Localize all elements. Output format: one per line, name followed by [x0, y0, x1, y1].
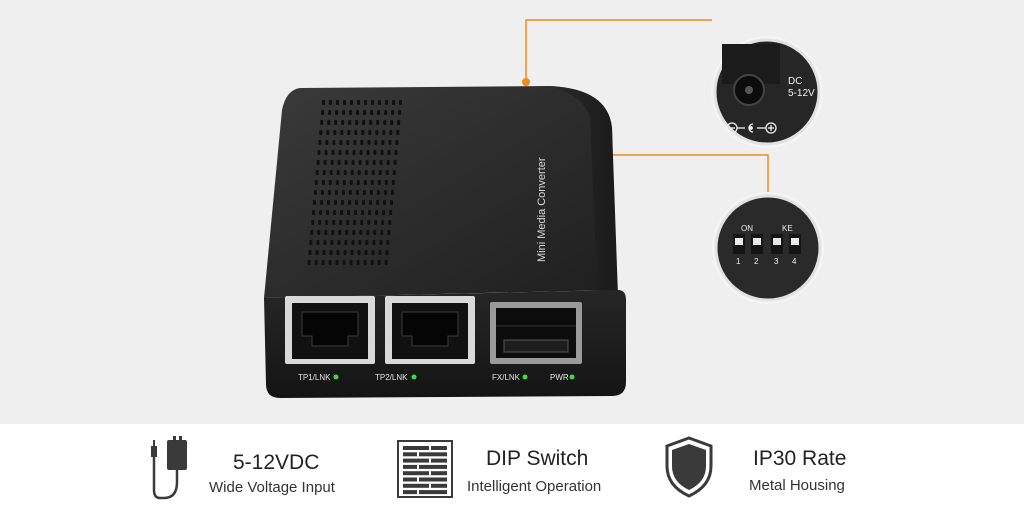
port-label-fx: FX/LNK: [492, 373, 521, 382]
power-callout: DC 5-12V: [711, 36, 823, 148]
callout-lines: [522, 19, 769, 195]
rj45-port-2[interactable]: [385, 296, 475, 364]
dip-number-2: 2: [754, 257, 759, 266]
power-adapter-icon: [151, 436, 187, 500]
port-label-tp2: TP2/LNK: [375, 373, 408, 382]
led-tp2: [411, 374, 417, 380]
dip-number-1: 1: [736, 257, 741, 266]
led-fx: [522, 374, 528, 380]
feature-subtitle: Wide Voltage Input: [209, 479, 335, 496]
dip-on-label: ON: [741, 224, 753, 233]
feature-dip: DIP Switch Intelligent Operation: [397, 436, 627, 506]
media-converter-illustration: Mini Media Converter TP1/LNK TP2/LNK FX/…: [264, 19, 824, 398]
feature-title: 5-12VDC: [233, 451, 320, 474]
dip-callout: ON KE 1 2 3 4: [712, 192, 824, 304]
dip-number-3: 3: [774, 257, 779, 266]
power-callout-dc: DC: [788, 76, 802, 87]
power-callout-voltage: 5-12V: [788, 88, 815, 99]
vent-grid: [307, 100, 402, 265]
shield-icon: [665, 436, 713, 498]
feature-title: DIP Switch: [486, 447, 589, 470]
device-top-panel: [264, 86, 616, 298]
led-tp1: [333, 374, 339, 380]
rj45-port-1[interactable]: [285, 296, 375, 364]
side-label: Mini Media Converter: [536, 157, 548, 262]
feature-subtitle: Intelligent Operation: [467, 478, 602, 495]
feature-title: IP30 Rate: [753, 447, 847, 470]
polarity-icon: [726, 122, 777, 134]
dip-switch-icon: [397, 440, 453, 498]
dip-number-4: 4: [792, 257, 797, 266]
sfp-port[interactable]: [490, 302, 582, 364]
dip-ke-label: KE: [782, 224, 793, 233]
feature-housing: IP30 Rate Metal Housing: [664, 436, 894, 506]
led-pwr: [569, 374, 575, 380]
device-side-panel: [548, 86, 618, 300]
port-label-tp1: TP1/LNK: [298, 373, 331, 382]
feature-subtitle: Metal Housing: [749, 477, 845, 494]
port-label-pwr: PWR: [550, 373, 569, 382]
feature-power: 5-12VDC Wide Voltage Input: [146, 436, 376, 506]
